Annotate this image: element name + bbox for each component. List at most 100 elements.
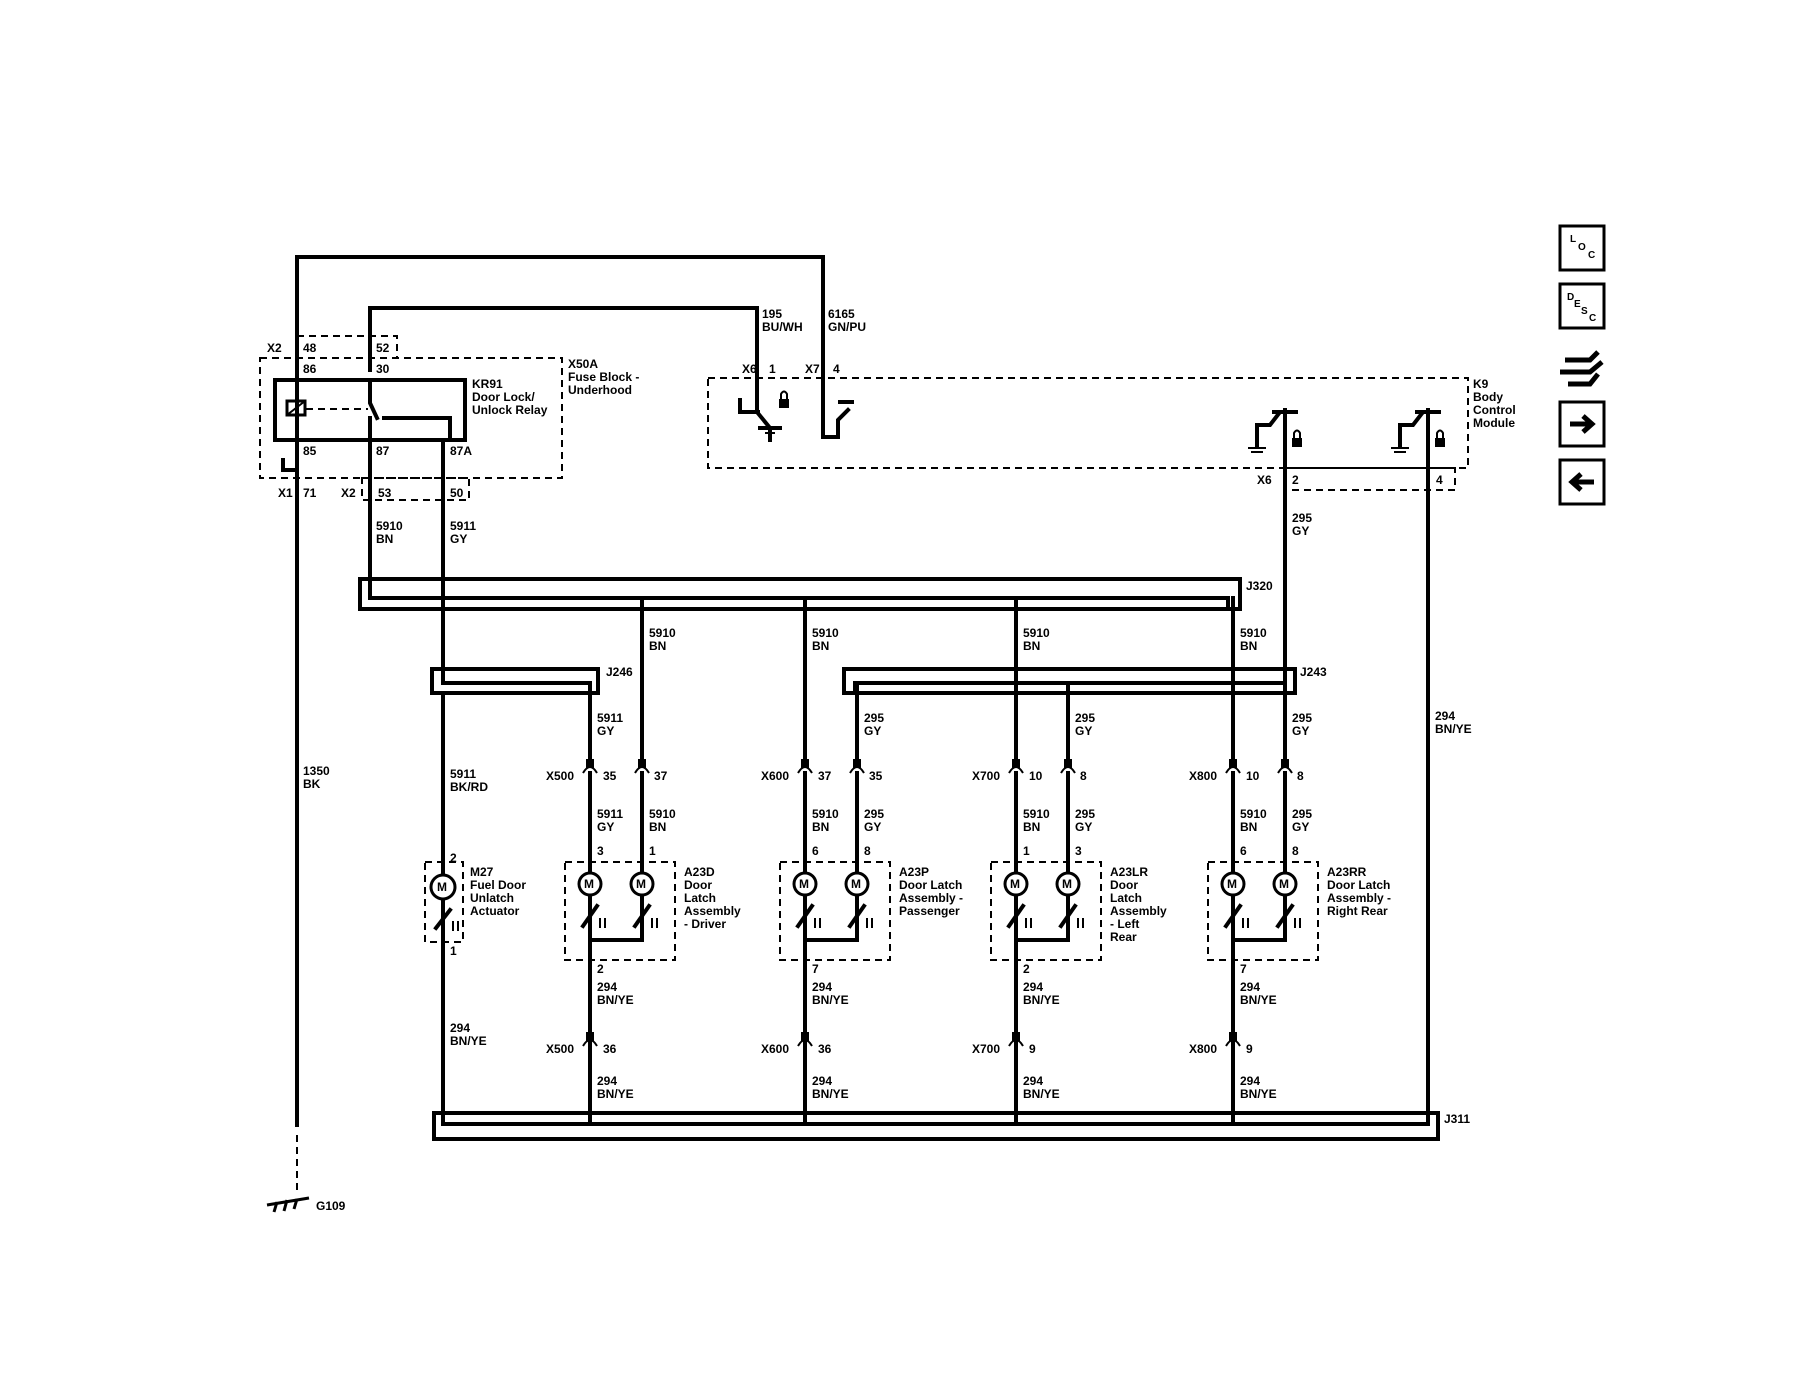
pin-71-label: 71 <box>303 486 317 500</box>
splice-j246 <box>430 667 600 695</box>
m27-id-label: M27 <box>470 865 494 879</box>
latch-right-rear-component-l2: Assembly - <box>1327 891 1391 905</box>
k9-name-line1: Body <box>1473 390 1503 404</box>
latch-passenger-motor-b <box>844 871 870 897</box>
latch-passenger-motor-b-label: M <box>851 877 861 891</box>
latch-passenger-bottom-connector-label: X600 <box>761 1042 789 1056</box>
latch-right-rear-motor-a-switch <box>1223 903 1243 929</box>
latch-passenger-294-lower-circuit: 294 <box>812 1074 832 1088</box>
feed-wire-6165 <box>295 255 825 454</box>
latch-left-rear-top-pin-a: 10 <box>1029 769 1043 783</box>
svg-text:C: C <box>1588 250 1595 261</box>
latch-driver-bottom-pin: 2 <box>597 962 604 976</box>
k9-lock-switch-1 <box>738 390 789 442</box>
latch-left-rear-294-lower-circuit: 294 <box>1023 1074 1043 1088</box>
latch-passenger-motor-b-switch <box>847 903 867 929</box>
arrow-left-icon <box>1568 472 1594 492</box>
latch-left-rear-motor-b-arrows <box>1077 918 1084 928</box>
relay-ground-symbol <box>281 438 299 472</box>
latch-right-rear-motor-a-arrows <box>1242 918 1249 928</box>
latch-left-rear-pin-a: 1 <box>1023 844 1030 858</box>
wire-1350-color-label: BK <box>303 777 321 791</box>
previous-page-button[interactable] <box>1558 458 1606 506</box>
latch-right-rear-top-pin-b: 8 <box>1297 769 1304 783</box>
latch-driver-inline-b-pin <box>638 759 646 768</box>
latch-driver-component-l1: Door <box>684 878 712 892</box>
latch-left-rear-inline-b-pin <box>1064 759 1072 768</box>
latch-passenger-lower-b-color: GY <box>864 820 881 834</box>
latch-passenger-motor-a-switch <box>795 903 815 929</box>
x2-bottom-connector-label: X2 <box>341 486 356 500</box>
latch-right-rear-lower-b-circuit: 295 <box>1292 807 1312 821</box>
latch-right-rear-j320-color: BN <box>1240 639 1257 653</box>
latch-left-rear-wire-b-lower <box>1014 771 1070 942</box>
wire-1350-circuit-label: 1350 <box>303 764 330 778</box>
latch-left-rear-inline-a-pin <box>1012 759 1020 768</box>
latch-right-rear-inline-bottom-pin <box>1229 1032 1237 1041</box>
connector-view-icon[interactable] <box>1560 350 1604 387</box>
latch-passenger-pin-b: 8 <box>864 844 871 858</box>
latch-right-rear-lower-a-color: BN <box>1240 820 1257 834</box>
latch-passenger-294-upper-color: BN/YE <box>812 993 849 1007</box>
latch-passenger-j243-circuit: 295 <box>864 711 884 725</box>
latch-passenger-motor-a-label: M <box>799 877 809 891</box>
splice-j320 <box>358 577 1242 611</box>
latch-passenger-bottom-pin: 7 <box>812 962 819 976</box>
latch-passenger-motor-b-arrows <box>866 918 873 928</box>
wire-5911-bkrd-circuit-label: 5911 <box>450 767 476 781</box>
latch-left-rear-motor-a-arrows <box>1025 918 1032 928</box>
ground-g109-label: G109 <box>316 1199 346 1213</box>
latch-driver-j320-circuit: 5910 <box>649 626 676 640</box>
pin-87-label: 87 <box>376 444 390 458</box>
splice-j311-label: J311 <box>1444 1112 1470 1126</box>
latch-passenger-j320-color: BN <box>812 639 829 653</box>
latch-left-rear-j243-color: GY <box>1075 724 1092 738</box>
latch-right-rear-lower-a-circuit: 5910 <box>1240 807 1267 821</box>
latch-driver-motor-a-switch <box>580 903 600 929</box>
latch-right-rear-j243-color: GY <box>1292 724 1309 738</box>
latch-right-rear-bottom-connector-label: X800 <box>1189 1042 1217 1056</box>
latch-passenger-lower-a-color: BN <box>812 820 829 834</box>
latch-left-rear-bottom-connector-pin: 9 <box>1029 1042 1036 1056</box>
latch-right-rear-inline-a-pin <box>1229 759 1237 768</box>
latch-driver-294-upper-circuit: 294 <box>597 980 617 994</box>
latch-left-rear-294-upper-color: BN/YE <box>1023 993 1060 1007</box>
latch-driver-j246-color: GY <box>597 724 614 738</box>
latch-right-rear-component-id: A23RR <box>1327 865 1367 879</box>
k9-x6-lower-connector-label: X6 <box>1257 473 1272 487</box>
latch-right-rear-j320-circuit: 5910 <box>1240 626 1267 640</box>
k9-id-label: K9 <box>1473 377 1489 391</box>
desc-button[interactable]: D E S C <box>1558 282 1606 330</box>
latch-driver-component-l2: Latch <box>684 891 716 905</box>
latch-right-rear-lower-b-color: GY <box>1292 820 1309 834</box>
latch-left-rear-top-pin-b: 8 <box>1080 769 1087 783</box>
latch-left-rear-lower-a-color: BN <box>1023 820 1040 834</box>
latch-left-rear-pin-b: 3 <box>1075 844 1082 858</box>
latch-right-rear-bottom-pin: 7 <box>1240 962 1247 976</box>
latch-passenger-lower-a-circuit: 5910 <box>812 807 839 821</box>
latch-left-rear-motor-a <box>1003 871 1029 897</box>
latch-right-rear-assembly-box <box>1207 861 1319 961</box>
x50a-name2-label: Underhood <box>568 383 632 397</box>
svg-text:S: S <box>1581 306 1588 317</box>
next-page-button[interactable] <box>1558 400 1606 448</box>
latch-driver-lower-b-circuit: 5910 <box>649 807 676 821</box>
kr91-name2-label: Unlock Relay <box>472 403 548 417</box>
wire-195-color-label: BU/WH <box>762 320 803 334</box>
latch-right-rear-motor-b-arrows <box>1294 918 1301 928</box>
latch-left-rear-294-upper-circuit: 294 <box>1023 980 1043 994</box>
arrow-right-icon <box>1570 414 1596 434</box>
latch-driver-pin-b: 1 <box>649 844 656 858</box>
wire-295-circuit-label: 295 <box>1292 511 1312 525</box>
loc-button[interactable]: L O C <box>1558 224 1606 272</box>
x50a-name-label: Fuse Block - <box>568 370 639 384</box>
latch-passenger-inline-b-pin <box>853 759 861 768</box>
latch-passenger-294-upper-circuit: 294 <box>812 980 832 994</box>
latch-left-rear-component-id: A23LR <box>1110 865 1148 879</box>
latch-right-rear-motor-b-switch <box>1275 903 1295 929</box>
latch-driver-inline-bottom-pin <box>586 1032 594 1041</box>
wire-5910-circuit-label: 5910 <box>376 519 403 533</box>
